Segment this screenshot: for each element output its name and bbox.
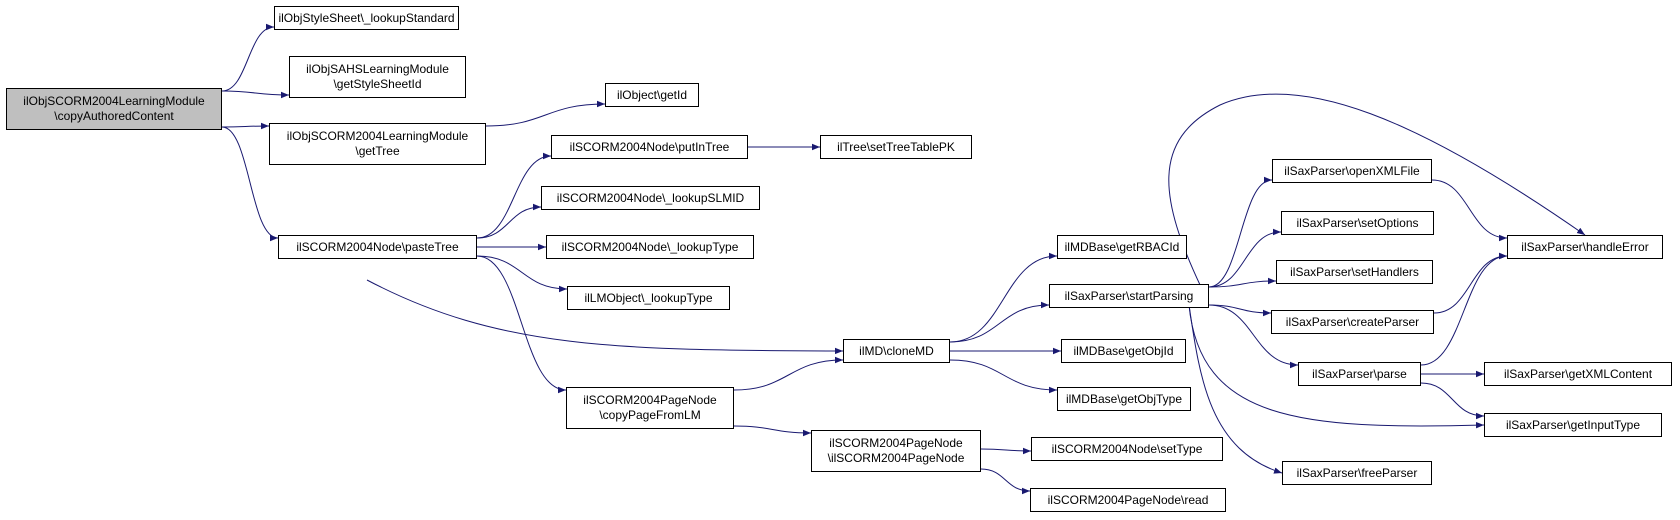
node-stylesheet-lookup[interactable]: ilObjStyleSheet\_lookupStandard [274, 6, 459, 30]
edge-sax_startparsing-to-sax_getinputtype [1188, 304, 1485, 429]
node-label-line: ilSaxParser\handleError [1521, 239, 1649, 254]
node-sax-freeparser[interactable]: ilSaxParser\freeParser [1282, 461, 1432, 485]
node-label-line: ilMDBase\getRBACId [1064, 239, 1180, 254]
node-label-line: ilObjSCORM2004LearningModule [286, 129, 469, 143]
node-label-line: ilObjSCORM2004LearningModule [23, 94, 205, 108]
node-node-putintree[interactable]: ilSCORM2004Node\putInTree [551, 135, 748, 159]
node-sahs-getstylesheetid[interactable]: ilObjSAHSLearningModule\getStyleSheetId [289, 56, 466, 98]
edge-sax_createparser-to-sax_handleerror [1433, 252, 1508, 314]
node-label-line: ilObject\getId [616, 87, 688, 102]
edge-sax_parse-to-sax_getinputtype [1420, 382, 1485, 420]
node-label-line: ilMD\cloneMD [859, 343, 934, 358]
node-label-line: ilMDBase\getObjId [1073, 343, 1174, 358]
node-sax-getxmlcontent[interactable]: ilSaxParser\getXMLContent [1484, 362, 1672, 386]
node-sax-createparser[interactable]: ilSaxParser\createParser [1271, 310, 1434, 334]
node-root[interactable]: ilObjSCORM2004LearningModule\copyAuthore… [6, 88, 222, 130]
node-node-lookupslmid[interactable]: ilSCORM2004Node\_lookupSLMID [541, 186, 760, 210]
edge-pagenode_construct-to-pagenode_read [980, 468, 1031, 495]
node-node-lookuptype[interactable]: ilSCORM2004Node\_lookupType [546, 235, 754, 259]
edge-root-to-lm_gettree [221, 122, 270, 130]
node-label-line: ilSaxParser\startParsing [1064, 288, 1194, 303]
node-sax-getinputtype[interactable]: ilSaxParser\getInputType [1484, 413, 1662, 437]
node-sax-handleerror[interactable]: ilSaxParser\handleError [1507, 235, 1663, 259]
node-label-line: ilSaxParser\setOptions [1296, 215, 1419, 230]
node-label-line: \getStyleSheetId [333, 77, 422, 91]
node-object-getid[interactable]: ilObject\getId [605, 83, 699, 107]
node-label-line: ilSCORM2004Node\putInTree [569, 139, 730, 154]
node-label-line: ilTree\setTreeTablePK [837, 139, 955, 154]
node-label-line: ilSaxParser\freeParser [1296, 465, 1418, 480]
edge-node_pastetree-to-node_putintree [476, 152, 552, 239]
node-label-line: ilSaxParser\getInputType [1505, 417, 1641, 432]
node-label-line: ilSCORM2004PageNode [583, 393, 717, 407]
node-node-settype[interactable]: ilSCORM2004Node\setType [1031, 437, 1223, 461]
node-label-line: \copyAuthoredContent [54, 109, 174, 123]
edge-sax_startparsing-to-sax_openxmlfile [1208, 176, 1273, 288]
node-label-line: ilSCORM2004PageNode [829, 436, 963, 450]
edge-node_pastetree-to-lmobject_lookuptype [476, 255, 568, 293]
edge-md_clonemd-to-mdbase_getobjtype [949, 359, 1058, 394]
node-label-line: \ilSCORM2004PageNode [827, 451, 965, 465]
node-label-line: ilLMObject\_lookupType [584, 290, 713, 305]
edge-pagenode_copypagefromlm-to-md_clonemd [733, 356, 844, 391]
node-mdbase-getrbacid[interactable]: ilMDBase\getRBACId [1057, 235, 1187, 259]
edge-sax_openxmlfile-to-sax_handleerror [1431, 179, 1508, 242]
node-mdbase-getobjid[interactable]: ilMDBase\getObjId [1061, 339, 1186, 363]
node-label-line: ilSaxParser\parse [1312, 366, 1407, 381]
node-label-line: ilMDBase\getObjType [1065, 391, 1183, 406]
edge-root-to-sahs_getstylesheetid [221, 90, 290, 99]
node-label-line: ilObjStyleSheet\_lookupStandard [278, 10, 455, 25]
edge-sax_parse-to-sax_handleerror [1420, 252, 1508, 366]
edge-md_clonemd-to-sax_startparsing [949, 301, 1050, 343]
edge-sax_startparsing-to-sax_parse [1208, 304, 1299, 369]
node-sax-parse[interactable]: ilSaxParser\parse [1298, 362, 1421, 386]
edge-node_pastetree-to-node_lookupslmid [476, 203, 542, 239]
edge-root-to-node_pastetree [221, 126, 279, 242]
node-pagenode-construct[interactable]: ilSCORM2004PageNode\ilSCORM2004PageNode [811, 430, 981, 472]
edge-sax_startparsing-to-sax_sethandlers [1208, 277, 1277, 288]
edge-pagenode_copypagefromlm-to-pagenode_construct [733, 425, 812, 437]
node-sax-sethandlers[interactable]: ilSaxParser\setHandlers [1276, 260, 1433, 284]
node-pagenode-read[interactable]: ilSCORM2004PageNode\read [1030, 488, 1226, 512]
node-label-line: ilSaxParser\openXMLFile [1284, 163, 1420, 178]
edge-node_pastetree-to-md_clonemd [366, 279, 844, 355]
node-label-line: ilSaxParser\setHandlers [1290, 264, 1419, 279]
node-label-line: ilSaxParser\getXMLContent [1503, 366, 1653, 381]
edge-sax_startparsing-to-sax_freeparser [1188, 304, 1283, 474]
node-md-clonemd[interactable]: ilMD\cloneMD [843, 339, 950, 363]
edge-pagenode_construct-to-node_settype [980, 447, 1032, 455]
node-label-line: \copyPageFromLM [599, 408, 701, 422]
edge-md_clonemd-to-mdbase_getrbacid [949, 252, 1058, 343]
node-label-line: ilObjSAHSLearningModule [306, 62, 449, 76]
node-label-line: ilSCORM2004Node\pasteTree [296, 239, 459, 254]
node-lm-gettree[interactable]: ilObjSCORM2004LearningModule\getTree [269, 123, 486, 165]
node-node-pastetree[interactable]: ilSCORM2004Node\pasteTree [278, 235, 477, 259]
node-label-line: ilSCORM2004Node\setType [1051, 441, 1203, 456]
edge-sax_startparsing-to-sax_handleerror [1168, 93, 1586, 288]
node-label-line: ilSCORM2004PageNode\read [1047, 492, 1209, 507]
edge-root-to-stylesheet_lookup [221, 23, 275, 92]
node-tree-settreetablepk[interactable]: ilTree\setTreeTablePK [820, 135, 972, 159]
node-lmobject-lookuptype[interactable]: ilLMObject\_lookupType [567, 286, 730, 310]
node-sax-openxmlfile[interactable]: ilSaxParser\openXMLFile [1272, 159, 1432, 183]
node-label-line: ilSCORM2004Node\_lookupType [561, 239, 739, 254]
edge-lm_gettree-to-object_getid [485, 100, 606, 127]
node-pagenode-copypagefromlm[interactable]: ilSCORM2004PageNode\copyPageFromLM [566, 387, 734, 429]
edge-node_pastetree-to-pagenode_copypagefromlm [476, 255, 567, 394]
node-sax-setoptions[interactable]: ilSaxParser\setOptions [1281, 211, 1434, 235]
node-label-line: ilSaxParser\createParser [1285, 314, 1420, 329]
node-label-line: \getTree [355, 144, 400, 158]
edge-sax_startparsing-to-sax_setoptions [1208, 228, 1282, 288]
node-mdbase-getobjtype[interactable]: ilMDBase\getObjType [1057, 387, 1191, 411]
node-sax-startparsing[interactable]: ilSaxParser\startParsing [1049, 284, 1209, 308]
node-label-line: ilSCORM2004Node\_lookupSLMID [556, 190, 745, 205]
